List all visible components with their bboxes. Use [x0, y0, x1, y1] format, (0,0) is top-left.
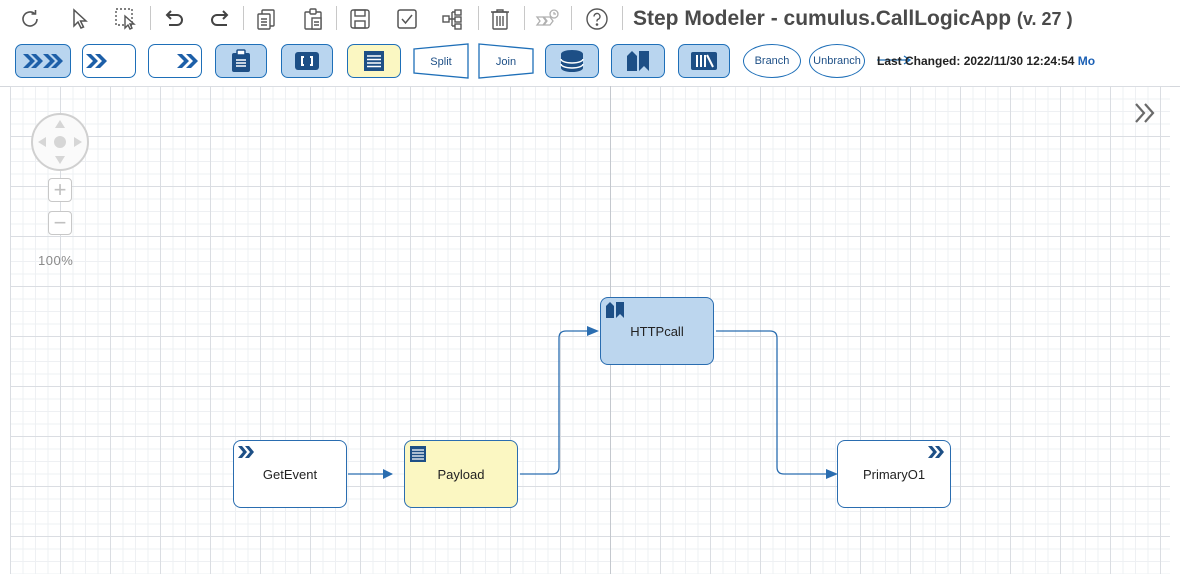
step-disabled-icon[interactable] — [533, 5, 561, 33]
add-map-step-button[interactable] — [281, 44, 333, 78]
step-node-httpcall[interactable]: HTTPcall — [600, 297, 714, 365]
split-label: Split — [430, 56, 452, 68]
node-label-getevent: GetEvent — [262, 467, 318, 482]
add-library-step-button[interactable] — [678, 44, 730, 78]
paste-icon[interactable] — [299, 5, 327, 33]
chevron-left-icon — [86, 54, 107, 68]
arrow-right-icon — [877, 55, 912, 65]
modified-by-link[interactable]: Mo — [1077, 54, 1096, 68]
step-node-payload[interactable]: Payload — [404, 440, 518, 508]
zoom-out-button[interactable]: − — [48, 211, 72, 235]
clipboard-icon — [232, 49, 250, 72]
redo-icon[interactable] — [206, 5, 234, 33]
pan-control[interactable] — [31, 113, 89, 171]
validate-icon[interactable] — [393, 5, 421, 33]
branch-button[interactable]: Branch — [743, 44, 801, 78]
double-chevron-right-icon — [1135, 103, 1155, 123]
http-icon — [606, 302, 624, 318]
document-lines-icon — [364, 51, 384, 71]
bracket-box-icon — [295, 52, 319, 70]
title-text: Step Modeler - cumulus.CallLogicApp — [633, 7, 1012, 30]
undo-icon[interactable] — [160, 5, 188, 33]
expand-panel-button[interactable] — [1130, 98, 1160, 128]
step-node-getevent[interactable]: GetEvent — [233, 440, 347, 508]
last-changed-value: 2022/11/30 12:24:54 — [963, 54, 1075, 68]
node-label-primaryo1: PrimaryO1 — [862, 467, 926, 482]
help-icon[interactable] — [583, 5, 611, 33]
add-database-step-button[interactable] — [545, 44, 599, 78]
add-http-step-button[interactable] — [611, 44, 665, 78]
main-toolbar: Step Modeler - cumulus.CallLogicApp (v. … — [0, 0, 1180, 40]
unbranch-button[interactable]: Unbranch — [809, 44, 865, 78]
minus-icon: − — [53, 210, 67, 235]
database-icon — [560, 50, 584, 72]
output-chevron-icon — [928, 446, 944, 458]
delete-icon[interactable] — [486, 5, 514, 33]
plus-icon: + — [53, 177, 67, 202]
double-chevron-icon — [23, 54, 63, 68]
last-changed-label: Last Changed: — [877, 54, 961, 68]
add-output-step-button[interactable] — [148, 44, 202, 78]
pan-arrows-icon — [38, 120, 82, 164]
payload-document-icon — [410, 446, 426, 462]
node-label-payload: Payload — [437, 467, 485, 482]
library-icon — [691, 52, 717, 70]
step-node-primaryo1[interactable]: PrimaryO1 — [837, 440, 951, 508]
join-button[interactable]: Join — [478, 43, 534, 79]
zoom-in-button[interactable]: + — [48, 178, 72, 202]
save-icon[interactable] — [346, 5, 374, 33]
select-area-icon[interactable] — [112, 5, 140, 33]
add-start-step-button[interactable] — [15, 44, 71, 78]
input-chevron-icon — [238, 446, 254, 458]
pointer-icon[interactable] — [66, 5, 94, 33]
http-bookmarks-icon — [627, 51, 649, 71]
version-label: (v. 27 ) — [1016, 9, 1073, 29]
split-button[interactable]: Split — [413, 43, 469, 79]
copy-icon[interactable] — [252, 5, 280, 33]
step-toolbar: Split Join Branch Unbranch — [0, 40, 1180, 84]
hierarchy-icon[interactable] — [438, 5, 466, 33]
add-payload-step-button[interactable] — [347, 44, 401, 78]
zoom-level: 100% — [38, 253, 74, 268]
add-clipboard-step-button[interactable] — [215, 44, 267, 78]
last-changed-info: Last Changed: 2022/11/30 12:24:54 Mo — [877, 54, 1095, 68]
node-label-httpcall: HTTPcall — [630, 324, 684, 339]
chevron-right-icon — [177, 54, 198, 68]
join-label: Join — [495, 56, 517, 68]
add-input-step-button[interactable] — [82, 44, 136, 78]
page-title: Step Modeler - cumulus.CallLogicApp (v. … — [633, 7, 1073, 31]
refresh-icon[interactable] — [16, 5, 44, 33]
modeler-canvas[interactable] — [10, 86, 1170, 574]
